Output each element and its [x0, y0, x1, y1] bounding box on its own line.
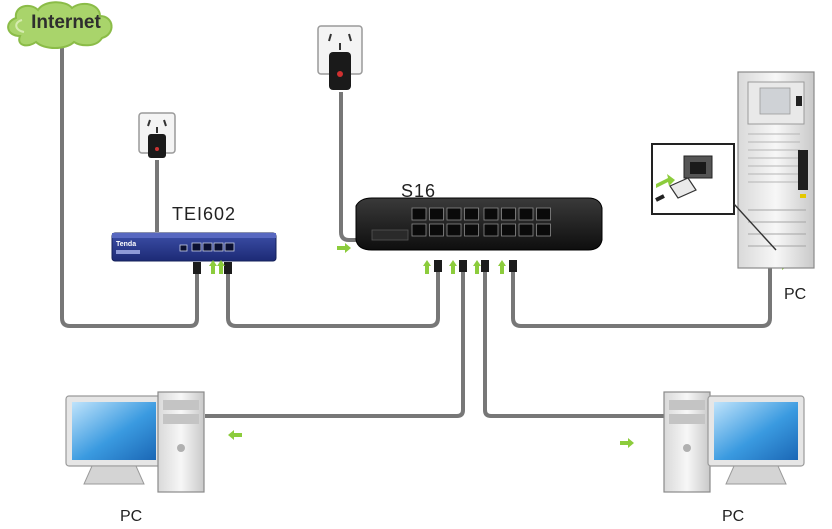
- arrow-up-icon: [449, 260, 457, 274]
- switch-port: [411, 223, 427, 237]
- switch-port: [501, 207, 516, 221]
- cable-router-to-switch: [226, 272, 440, 328]
- switch-port: [518, 223, 534, 237]
- cable-switch-to-tower-pc: [511, 262, 772, 328]
- internet-cloud-icon: [7, 1, 113, 49]
- switch-port: [464, 223, 479, 237]
- power-outlet-icon: [138, 112, 176, 158]
- arrow-up-icon: [423, 260, 431, 274]
- switch-port: [518, 207, 534, 221]
- tower-computer-icon: [737, 71, 815, 269]
- network-port-inset: [651, 143, 777, 251]
- switch-port: [536, 207, 551, 221]
- switch-port: [429, 207, 444, 221]
- cable-switch-power: [339, 92, 356, 242]
- desktop-computer-icon: [65, 391, 205, 493]
- arrow-right-icon: [620, 438, 634, 448]
- power-outlet-icon: [317, 25, 363, 90]
- switch-device-icon: [355, 197, 603, 272]
- switch-port: [483, 207, 499, 221]
- switch-port: [536, 223, 551, 237]
- arrow-up-icon: [498, 260, 506, 274]
- switch-port: [446, 207, 462, 221]
- router-brand: Tenda: [116, 241, 136, 248]
- arrow-left-icon: [228, 430, 242, 440]
- switch-port: [446, 223, 462, 237]
- cable-switch-to-pc-left: [205, 272, 465, 418]
- cable-internet-to-router: [60, 48, 199, 328]
- arrow-up-icon: [209, 260, 217, 274]
- pc-label: PC: [784, 286, 807, 303]
- internet-label: Internet: [31, 12, 101, 33]
- switch-port: [501, 223, 516, 237]
- pc-label: PC: [120, 508, 143, 525]
- arrow-right-icon: [337, 243, 351, 253]
- switch-port: [483, 223, 499, 237]
- desktop-computer-icon: [663, 391, 805, 493]
- switch-label: S16: [401, 181, 437, 201]
- router-label: TEI602: [172, 204, 237, 224]
- cable-switch-to-pc-right: [483, 272, 665, 418]
- pc-label: PC: [722, 508, 745, 525]
- arrow-up-icon: [473, 260, 481, 274]
- switch-port: [411, 207, 427, 221]
- ethernet-plug-icon: [669, 177, 697, 199]
- switch-port: [464, 207, 479, 221]
- arrow-right-icon: [656, 174, 675, 188]
- cables: [60, 48, 772, 418]
- switch-ports: [411, 207, 551, 237]
- switch-port: [429, 223, 444, 237]
- router-device-icon: Tenda: [111, 232, 277, 274]
- arrow-up-icon: [217, 260, 225, 274]
